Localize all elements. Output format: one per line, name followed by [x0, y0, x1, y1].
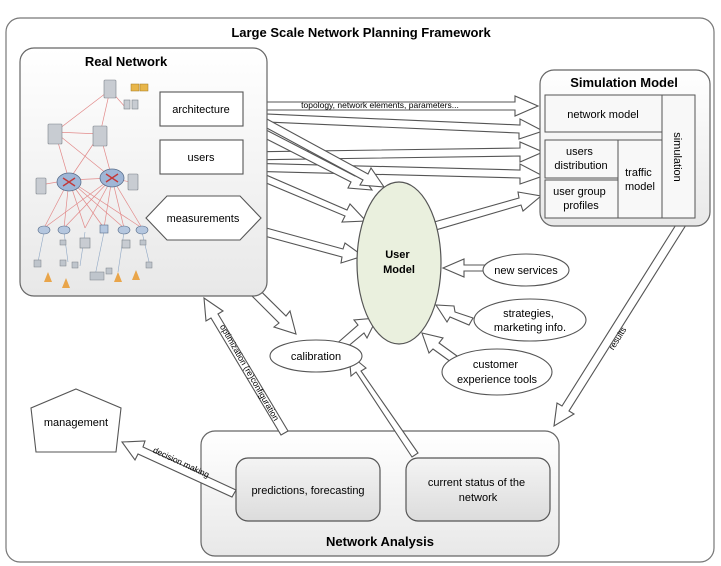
user-model-ellipse	[356, 181, 442, 345]
current-status-label: current status of the network	[428, 477, 528, 504]
predictions-label: predictions, forecasting	[251, 485, 364, 497]
customer-experience-line-2: experience tools	[457, 374, 538, 386]
arrow-decision-making	[120, 440, 237, 498]
arrow-strategies-to-user-model	[434, 304, 474, 326]
network-analysis-title: Network Analysis	[326, 534, 434, 549]
traffic-model-line-1: traffic	[625, 167, 652, 179]
user-model-label: User Model	[383, 249, 415, 276]
strategies-line-1: strategies,	[503, 308, 554, 320]
user-group-profiles-label: user group profiles	[553, 186, 609, 212]
arrow-architecture-to-simulation	[242, 95, 540, 117]
users-label: users	[188, 152, 215, 164]
calibration-ellipse	[269, 339, 363, 373]
arrow-optimization	[203, 296, 289, 436]
current-status-line-2: network	[459, 492, 498, 504]
network-model-box	[544, 94, 663, 133]
topology-label: topology, network elements, parameters..…	[301, 100, 459, 110]
user-group-profiles-line-2: profiles	[563, 200, 599, 212]
network-topology-icon	[33, 79, 153, 288]
calibration-label: calibration	[291, 351, 341, 363]
simulation-model-title: Simulation Model	[570, 75, 678, 90]
current-status-line-1: current status of the	[428, 477, 525, 489]
arrow-results	[553, 211, 692, 428]
new-services-label: new services	[494, 265, 558, 277]
arrow-new-services-to-user-model	[441, 258, 487, 278]
management-pentagon	[30, 388, 122, 453]
measurements-box	[145, 195, 262, 241]
traffic-model-box	[617, 139, 663, 219]
real-network-title: Real Network	[85, 54, 168, 69]
strategies-line-2: marketing info.	[494, 322, 566, 334]
arrow-user-model-to-profiles	[419, 191, 543, 235]
new-services-ellipse	[482, 253, 570, 287]
traffic-model-label: traffic model	[625, 167, 655, 193]
user-group-profiles-line-1: user group	[553, 186, 606, 198]
customer-experience-label: customer experience tools	[457, 359, 538, 386]
traffic-model-line-2: model	[625, 181, 655, 193]
arrow-customer-to-user-model	[421, 332, 458, 363]
current-status-box	[405, 457, 551, 522]
users-distribution-line-1: users	[566, 146, 593, 158]
arrow-users-to-traffic	[242, 162, 545, 185]
users-box	[159, 139, 244, 175]
management-label: management	[44, 417, 108, 429]
strategies-ellipse	[473, 298, 587, 342]
users-distribution-label: users distribution	[554, 146, 607, 172]
network-model-label: network model	[567, 109, 639, 121]
strategies-label: strategies, marketing info.	[494, 308, 566, 334]
simulation-box	[661, 94, 696, 219]
arrow-architecture-to-network-model	[242, 112, 545, 140]
customer-experience-ellipse	[441, 348, 553, 396]
architecture-box	[159, 91, 244, 127]
arrow-measurements-to-user-model	[256, 225, 365, 264]
users-distribution-box	[544, 139, 619, 179]
users-distribution-line-2: distribution	[554, 160, 607, 172]
simulation-label: simulation	[671, 132, 683, 182]
user-model-line-2: Model	[383, 264, 415, 276]
diagram-title: Large Scale Network Planning Framework	[231, 25, 491, 40]
user-model-line-1: User	[385, 249, 410, 261]
customer-experience-line-1: customer	[473, 359, 519, 371]
architecture-label: architecture	[172, 104, 229, 116]
measurements-label: measurements	[167, 213, 240, 225]
